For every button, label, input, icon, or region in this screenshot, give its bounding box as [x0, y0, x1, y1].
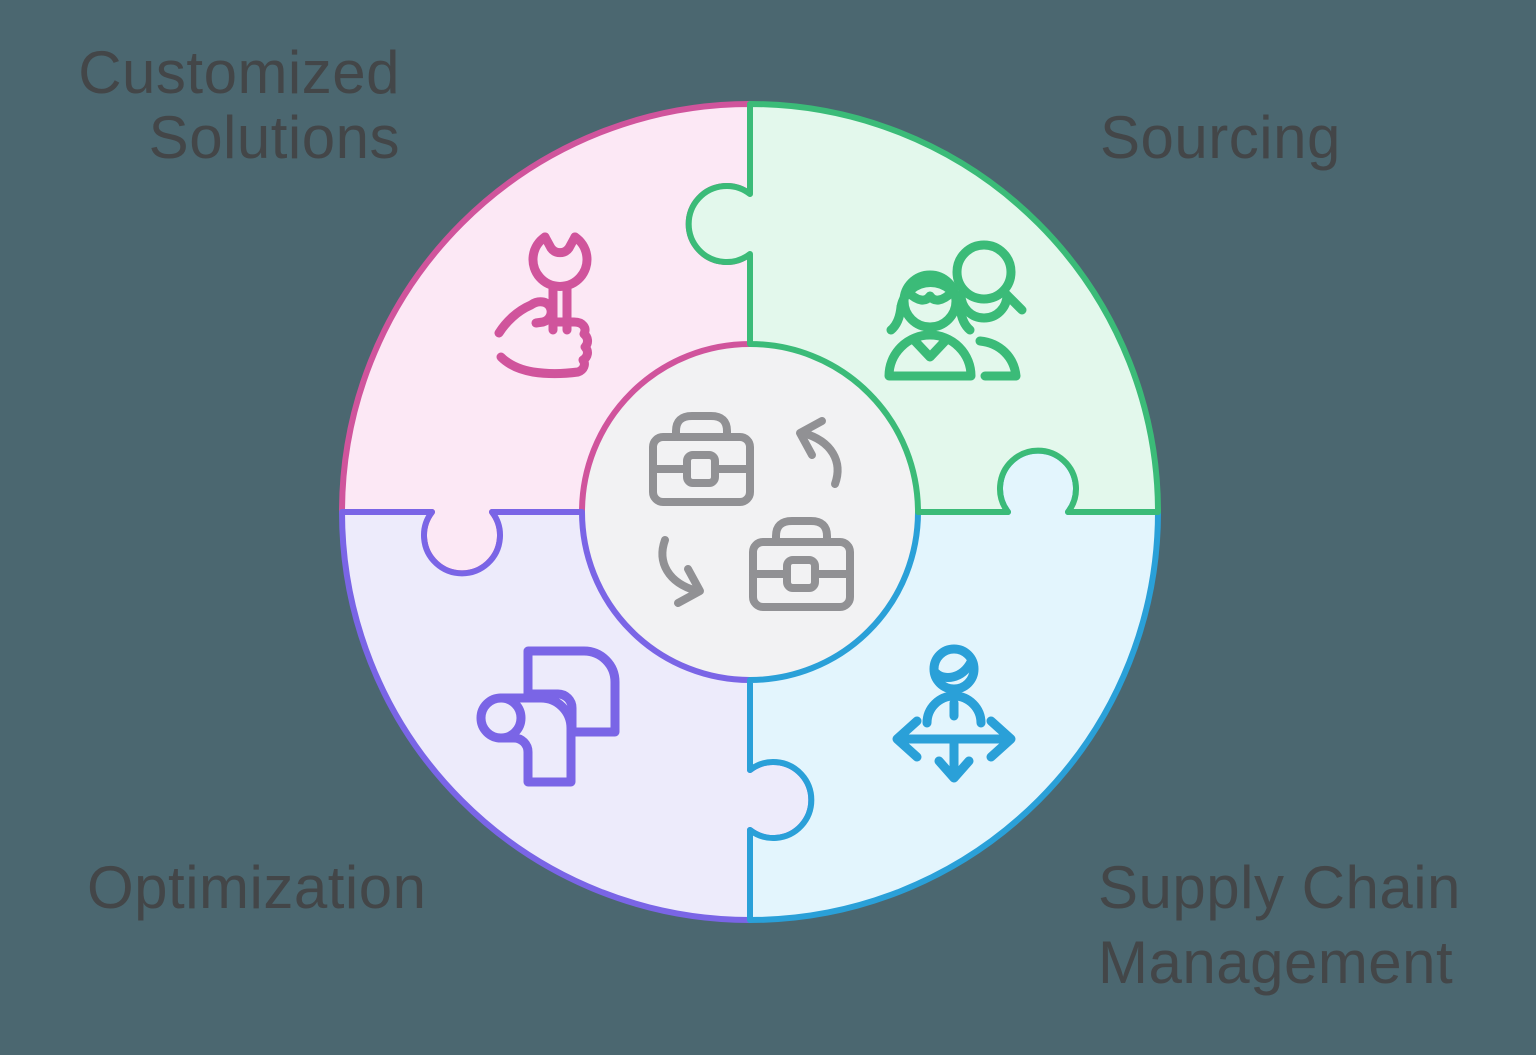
arrowhead-down: [934, 756, 974, 783]
briefcase-handle: [772, 517, 831, 546]
magnifier-glass: [952, 240, 1016, 304]
person-shoulders: [922, 691, 986, 728]
center-hub-circle: [582, 344, 918, 680]
briefcase-icon: [749, 517, 854, 611]
briefcase-exchange-icon: [649, 412, 854, 611]
arrow-curve: [799, 429, 842, 488]
swap-arrow-icon: [658, 536, 704, 607]
person-shoulders: [975, 336, 1021, 381]
briefcase-handle: [672, 412, 731, 441]
label-sourcing: Sourcing: [1100, 104, 1341, 171]
arrowhead: [674, 565, 704, 607]
label-customized-solutions-line2: Solutions: [149, 104, 400, 171]
woman-vneck: [908, 334, 952, 362]
hand-holding-wrench-icon: [494, 232, 592, 378]
woman-hair-top: [896, 278, 965, 312]
briefcase-clasp: [783, 556, 819, 592]
fist: [496, 317, 592, 378]
arrowhead: [796, 417, 826, 459]
label-supply-chain-management-line1: Supply Chain: [1098, 854, 1461, 921]
label-customized-solutions-line1: Customized: [78, 39, 400, 106]
woman-hair-strands: [886, 302, 975, 335]
pipe-end-circle: [476, 693, 526, 743]
pipeline-elbow-arrows-icon: [476, 646, 620, 787]
briefcase-clasp: [683, 451, 719, 487]
elbow-pipe-lower: [496, 693, 576, 787]
arrow-curve: [658, 536, 701, 595]
wrench-jaw: [540, 232, 580, 258]
briefcase-icon: [649, 412, 754, 506]
puzzle-piece-sourcing: [685, 101, 1161, 515]
thumb: [494, 297, 556, 338]
arrowhead-right: [986, 716, 1016, 762]
swap-arrow-icon: [796, 417, 842, 488]
woman-fringe: [903, 287, 957, 305]
label-optimization: Optimization: [87, 854, 426, 921]
elbow-pipe-upper: [523, 646, 620, 737]
label-supply-chain-management-line2: Management: [1098, 929, 1453, 996]
arrowhead-left: [892, 716, 922, 762]
person-distribution-icon: [892, 644, 1016, 783]
person-cap-line: [931, 657, 976, 682]
people-search-icon: [884, 240, 1027, 381]
wrench-head: [528, 232, 592, 291]
woman-shoulders: [884, 330, 976, 381]
